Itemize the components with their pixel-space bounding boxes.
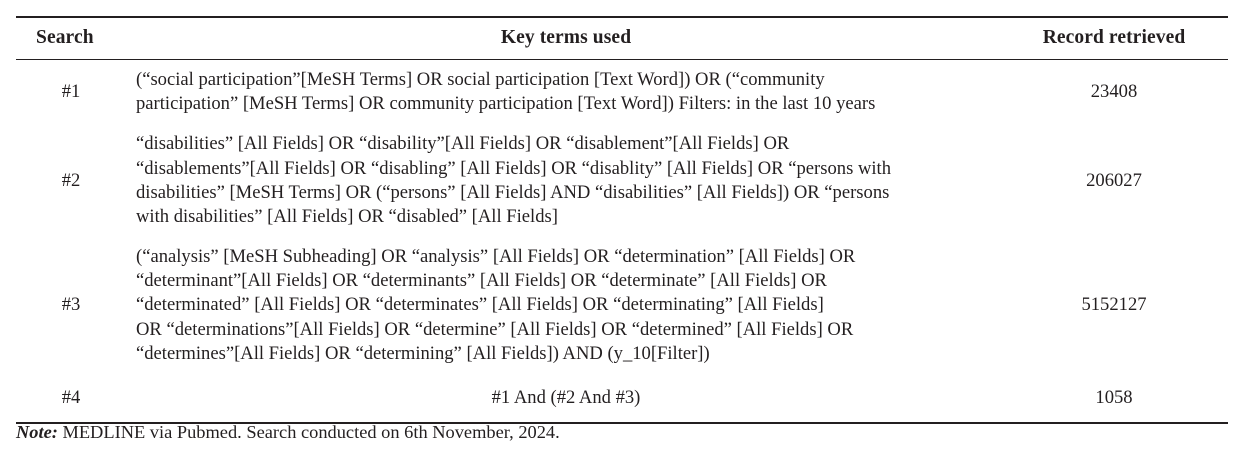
key-terms-line: with disabilities” [All Fields] OR “disa… bbox=[136, 205, 558, 227]
search-strategy-table-body: #1 (“social participation”[MeSH Terms] O… bbox=[16, 60, 1228, 422]
key-terms-line: #1 And (#2 And #3) bbox=[491, 386, 641, 408]
key-terms-line: (“analysis” [MeSH Subheading] OR “analys… bbox=[136, 246, 856, 268]
cell-key-terms: (“analysis” [MeSH Subheading] OR “analys… bbox=[126, 237, 1006, 374]
search-strategy-table-container: Search Key terms used Record retrieved #… bbox=[16, 16, 1228, 425]
cell-key-terms: #1 And (#2 And #3) bbox=[126, 374, 1006, 422]
search-strategy-table: Search Key terms used Record retrieved bbox=[16, 18, 1228, 59]
key-terms-line: “disablements”[All Fields] OR “disabling… bbox=[136, 157, 892, 179]
key-terms-line: “disabilities” [All Fields] OR “disabili… bbox=[136, 133, 790, 155]
key-terms-line: OR “determinations”[All Fields] OR “dete… bbox=[136, 318, 854, 340]
table-header-row: Search Key terms used Record retrieved bbox=[16, 18, 1228, 59]
column-header-record-retrieved: Record retrieved bbox=[1042, 27, 1186, 48]
key-terms-line: participation” [MeSH Terms] OR community… bbox=[136, 93, 876, 115]
cell-record-count: 206027 bbox=[1086, 169, 1142, 191]
cell-search-id: #1 bbox=[61, 81, 81, 103]
cell-record-count: 23408 bbox=[1090, 81, 1138, 103]
table-row: #4 #1 And (#2 And #3) 1058 bbox=[16, 374, 1228, 422]
column-header-key-terms: Key terms used bbox=[500, 27, 632, 48]
note-label: Note: bbox=[16, 422, 58, 442]
table-top-rule bbox=[16, 16, 1228, 18]
cell-key-terms: “disabilities” [All Fields] OR “disabili… bbox=[126, 124, 1006, 237]
cell-search-id: #4 bbox=[61, 386, 81, 408]
key-terms-line: “determinated” [All Fields] OR “determin… bbox=[136, 294, 824, 316]
key-terms-line: “determinant”[All Fields] OR “determinan… bbox=[136, 270, 827, 292]
table-row: #1 (“social participation”[MeSH Terms] O… bbox=[16, 60, 1228, 124]
cell-search-id: #3 bbox=[61, 294, 81, 316]
key-terms-line: (“social participation”[MeSH Terms] OR s… bbox=[136, 69, 825, 90]
table-row: #2 “disabilities” [All Fields] OR “disab… bbox=[16, 124, 1228, 237]
table-bottom-rule bbox=[16, 422, 1228, 425]
table-row: #3 (“analysis” [MeSH Subheading] OR “ana… bbox=[16, 237, 1228, 374]
column-header-search: Search bbox=[36, 27, 94, 48]
cell-record-count: 1058 bbox=[1095, 386, 1133, 408]
cell-record-count: 5152127 bbox=[1081, 294, 1147, 316]
table-header: Search Key terms used Record retrieved bbox=[16, 18, 1228, 59]
table-body: #1 (“social participation”[MeSH Terms] O… bbox=[16, 60, 1228, 422]
table-note: Note: MEDLINE via Pubmed. Search conduct… bbox=[16, 421, 560, 444]
note-text: MEDLINE via Pubmed. Search conducted on … bbox=[57, 422, 560, 442]
key-terms-line: disabilities” [MeSH Terms] OR (“persons”… bbox=[136, 181, 890, 203]
cell-key-terms: (“social participation”[MeSH Terms] OR s… bbox=[126, 60, 1006, 124]
cell-search-id: #2 bbox=[61, 169, 81, 191]
table-header-rule bbox=[16, 59, 1228, 60]
key-terms-line: “determines”[All Fields] OR “determining… bbox=[136, 342, 710, 364]
